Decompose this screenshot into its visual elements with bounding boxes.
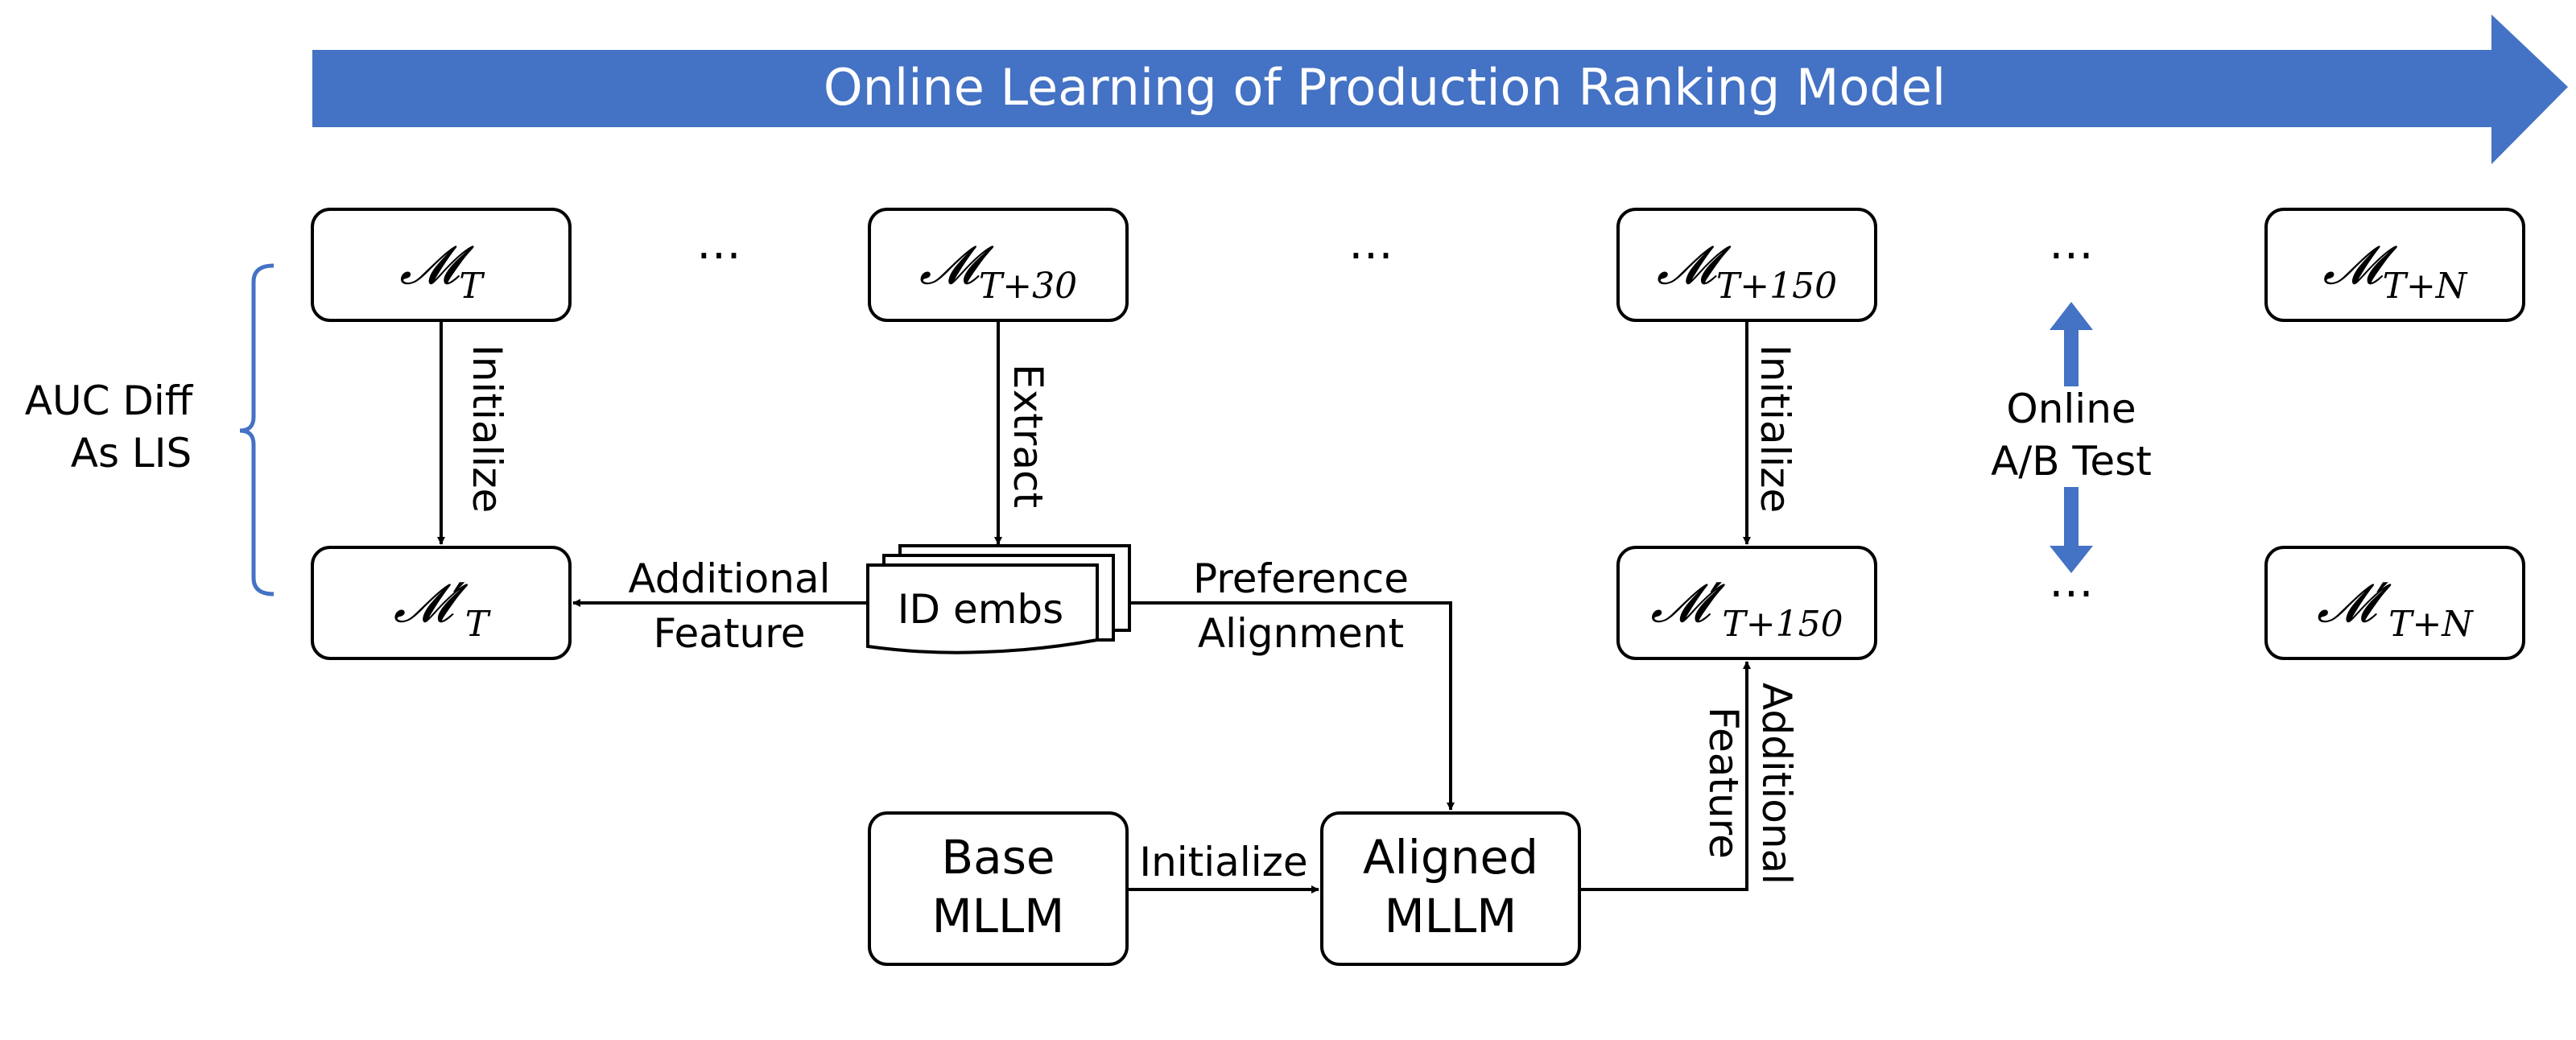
label-initialize-1: Initialize <box>464 345 510 513</box>
auc-brace <box>239 263 275 596</box>
model-box-m-tn-prime: 𝓜′T+N <box>2264 546 2525 660</box>
label-feature-1: Feature <box>654 610 806 657</box>
auc-label-line1: AUC Diff <box>25 378 194 424</box>
model-box-m-t: 𝓜T <box>311 208 572 322</box>
ellipsis-top-1: ⋯ <box>696 229 741 281</box>
arrow-additional-feature-2 <box>1579 661 1751 891</box>
model-label-m-t: 𝓜T <box>399 234 485 307</box>
model-label-m-tn: 𝓜T+N <box>2323 234 2468 307</box>
id-embs-label: ID embs <box>898 586 1063 633</box>
ellipsis-top-3: ⋯ <box>2049 229 2094 281</box>
ab-test-arrow <box>2050 302 2093 573</box>
banner-title: Online Learning of Production Ranking Mo… <box>824 58 1946 117</box>
label-additional-2: Additional <box>1753 683 1800 885</box>
model-label-m-t-prime: 𝓜′T <box>394 572 492 645</box>
model-box-m-t-prime: 𝓜′T <box>311 546 572 660</box>
ab-test-line2: A/B Test <box>1991 438 2152 485</box>
id-embs-document: ID embs <box>866 544 1131 654</box>
label-additional-1: Additional <box>628 555 830 602</box>
label-preference: Preference <box>1193 555 1409 602</box>
label-extract: Extract <box>1005 364 1051 508</box>
auc-label-line2: As LIS <box>71 430 192 477</box>
model-label-m-tn-prime: 𝓜′T+N <box>2317 572 2474 645</box>
model-label-m-t150-prime: 𝓜′T+150 <box>1650 572 1843 645</box>
banner-arrow-shape <box>312 14 2568 164</box>
label-alignment: Alignment <box>1198 610 1404 657</box>
label-initialize-3: Initialize <box>1139 839 1307 885</box>
base-mllm-line2: MLLM <box>932 889 1065 943</box>
label-initialize-2: Initialize <box>1752 345 1798 513</box>
ab-test-line1: Online <box>2006 386 2136 432</box>
model-label-m-t30: 𝓜T+30 <box>919 234 1077 307</box>
label-feature-2: Feature <box>1700 707 1747 859</box>
aligned-mllm-line1: Aligned <box>1363 830 1538 885</box>
model-box-m-t30: 𝓜T+30 <box>868 208 1129 322</box>
ellipsis-top-2: ⋯ <box>1348 229 1393 281</box>
base-mllm-line1: Base <box>941 830 1055 885</box>
ellipsis-bottom: ⋯ <box>2049 567 2094 619</box>
model-box-m-t150-prime: 𝓜′T+150 <box>1616 546 1877 660</box>
arrow-preference-alignment <box>1129 601 1455 811</box>
model-box-m-t150: 𝓜T+150 <box>1616 208 1877 322</box>
timeline-banner: Online Learning of Production Ranking Mo… <box>312 14 2568 164</box>
aligned-mllm-line2: MLLM <box>1385 889 1517 943</box>
model-box-m-tn: 𝓜T+N <box>2264 208 2525 322</box>
base-mllm-box: Base MLLM <box>868 811 1129 966</box>
aligned-mllm-box: Aligned MLLM <box>1320 811 1581 966</box>
